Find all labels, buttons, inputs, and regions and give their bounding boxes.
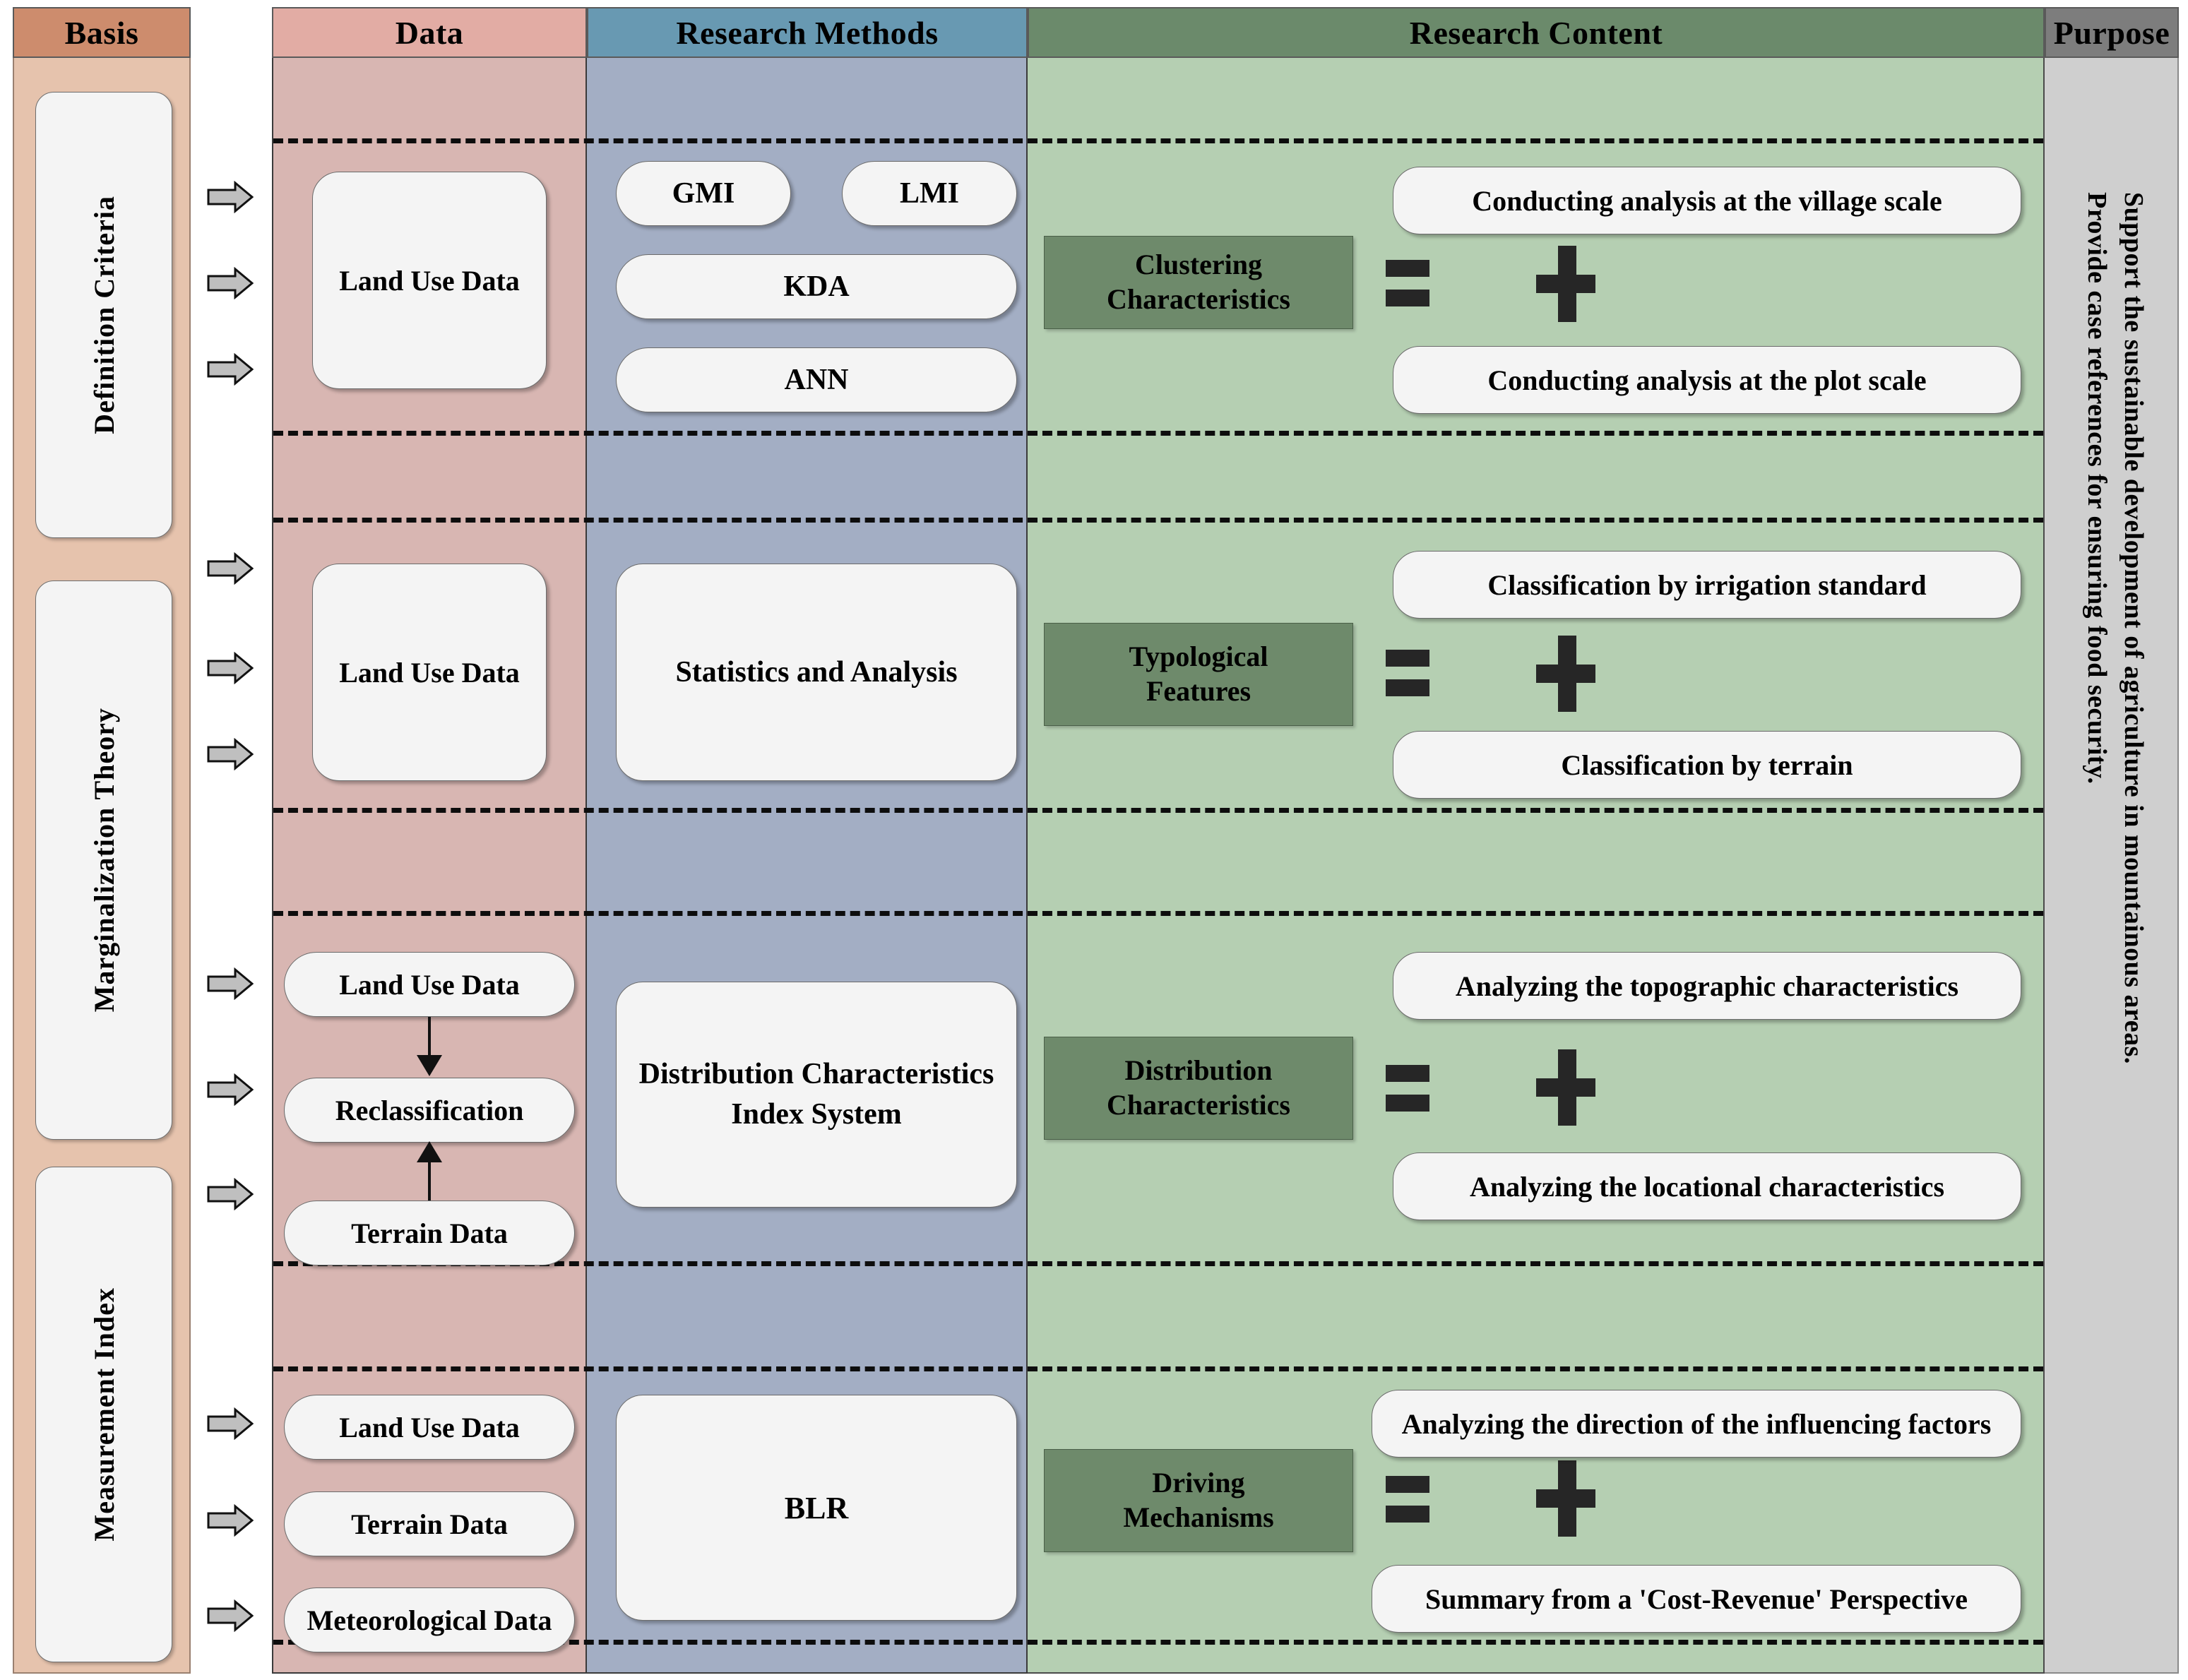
equals-icon	[1386, 650, 1429, 696]
right-block-arrow-icon	[207, 652, 254, 684]
content-label-line2: Features	[1146, 675, 1251, 707]
content-label-line1: Clustering	[1135, 249, 1262, 281]
data-box: Land Use Data	[312, 564, 547, 781]
content-label-clustering-characteristics: Clustering Characteristics	[1044, 236, 1353, 329]
data-box: Land Use Data	[284, 1395, 575, 1460]
basis-item-label: Measurement Index	[88, 1287, 120, 1542]
content-pill-top: Conducting analysis at the village scale	[1393, 167, 2021, 234]
content-label-line2: Mechanisms	[1123, 1501, 1274, 1533]
content-label-line1: Distribution	[1124, 1054, 1273, 1087]
right-block-arrow-icon	[207, 1504, 254, 1537]
method-pill-kda: KDA	[616, 254, 1017, 319]
basis-item-label: Marginalization Theory	[88, 708, 120, 1013]
content-label-driving-mechanisms: Driving Mechanisms	[1044, 1449, 1353, 1552]
purpose-line-1: Provide case references for ensuring foo…	[2082, 192, 2112, 785]
column-body-purpose: Provide case references for ensuring foo…	[2045, 58, 2179, 1674]
content-pill-bottom: Analyzing the locational characteristics	[1393, 1152, 2021, 1220]
right-block-arrow-icon	[207, 967, 254, 1000]
column-header-purpose: Purpose	[2045, 7, 2179, 58]
equals-icon	[1386, 1476, 1429, 1523]
method-pill-lmi: LMI	[842, 161, 1017, 226]
content-label-typological-features: Typological Features	[1044, 623, 1353, 726]
content-pill-bottom: Classification by terrain	[1393, 731, 2021, 799]
basis-item-measurement-index: Measurement Index	[35, 1167, 172, 1662]
method-box-line1: Distribution Characteristics	[638, 1058, 994, 1091]
content-pill-top: Analyzing the topographic characteristic…	[1393, 952, 2021, 1020]
plus-icon	[1536, 636, 1595, 712]
right-block-arrow-icon	[207, 552, 254, 585]
content-label-line2: Characteristics	[1107, 1089, 1290, 1121]
row-divider	[273, 138, 2043, 143]
data-box: Reclassification	[284, 1078, 575, 1143]
row-divider	[273, 911, 2043, 916]
row-divider	[273, 808, 2043, 813]
arrow-down-icon	[417, 1055, 442, 1076]
content-label-line2: Characteristics	[1107, 283, 1290, 315]
column-header-content: Research Content	[1028, 7, 2045, 58]
method-box-line2: Index System	[731, 1098, 902, 1131]
data-box: Terrain Data	[284, 1491, 575, 1556]
plus-icon	[1536, 1049, 1595, 1126]
right-block-arrow-icon	[207, 738, 254, 770]
data-box: Terrain Data	[284, 1201, 575, 1265]
row-divider	[273, 518, 2043, 523]
basis-item-definition-criteria: Definition Criteria	[35, 92, 172, 538]
right-block-arrow-icon	[207, 267, 254, 299]
content-pill-bottom: Conducting analysis at the plot scale	[1393, 346, 2021, 414]
basis-item-label: Definition Criteria	[88, 196, 120, 434]
equals-icon	[1386, 1065, 1429, 1112]
right-block-arrow-icon	[207, 353, 254, 386]
method-box-distribution-characteristics-index-system: Distribution Characteristics Index Syste…	[616, 982, 1017, 1208]
equals-icon	[1386, 260, 1429, 306]
right-block-arrow-icon	[207, 181, 254, 213]
column-header-methods: Research Methods	[587, 7, 1028, 58]
arrow-up-icon	[417, 1141, 442, 1162]
plus-icon	[1536, 246, 1595, 322]
method-pill-ann: ANN	[616, 347, 1017, 412]
column-header-basis: Basis	[13, 7, 191, 58]
content-label-line1: Typological	[1129, 641, 1268, 673]
right-block-arrow-icon	[207, 1599, 254, 1632]
row-divider	[273, 1261, 2043, 1266]
connector-line	[428, 1158, 431, 1201]
method-box-statistics-and-analysis: Statistics and Analysis	[616, 564, 1017, 781]
column-body-basis: Definition Criteria Marginalization Theo…	[13, 58, 191, 1674]
data-box: Land Use Data	[312, 172, 547, 389]
data-box: Land Use Data	[284, 952, 575, 1017]
column-header-data: Data	[272, 7, 587, 58]
row-divider	[273, 1366, 2043, 1371]
purpose-line-2: Support the sustainable development of a…	[2119, 192, 2148, 1064]
row-divider	[273, 431, 2043, 436]
data-box: Meteorological Data	[284, 1587, 575, 1652]
content-label-distribution-characteristics: Distribution Characteristics	[1044, 1037, 1353, 1140]
method-pill-gmi: GMI	[616, 161, 791, 226]
method-box-blr: BLR	[616, 1395, 1017, 1621]
right-block-arrow-icon	[207, 1073, 254, 1106]
content-label-line1: Driving	[1152, 1467, 1245, 1499]
content-pill-bottom: Summary from a 'Cost-Revenue' Perspectiv…	[1372, 1565, 2021, 1633]
right-block-arrow-icon	[207, 1407, 254, 1440]
plus-icon	[1536, 1460, 1595, 1537]
row-divider	[273, 1640, 2043, 1645]
connector-line	[428, 1017, 431, 1059]
content-pill-top: Analyzing the direction of the influenci…	[1372, 1390, 2021, 1458]
right-block-arrow-icon	[207, 1178, 254, 1210]
basis-item-marginalization-theory: Marginalization Theory	[35, 580, 172, 1140]
content-pill-top: Classification by irrigation standard	[1393, 551, 2021, 619]
